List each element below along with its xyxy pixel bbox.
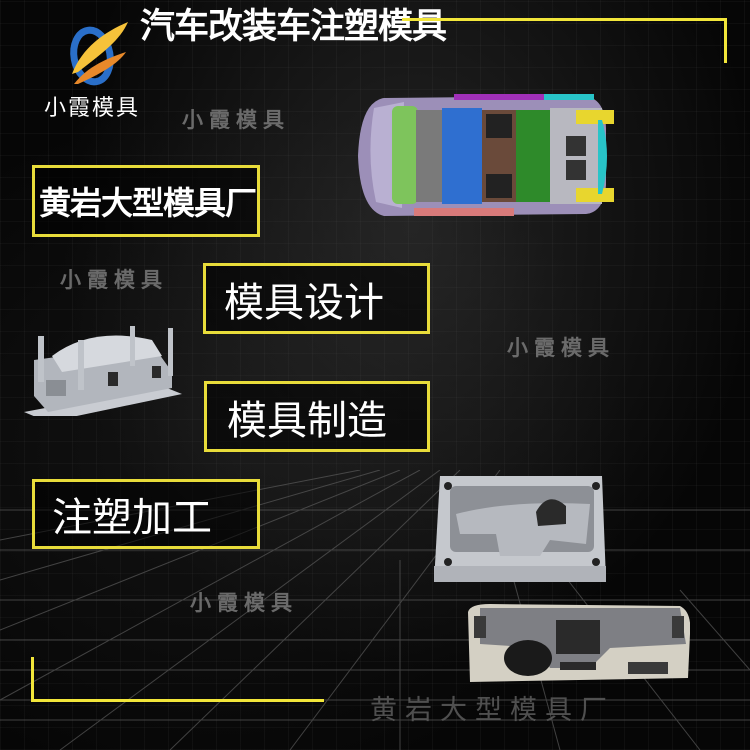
page-title: 汽车改装车注塑模具 (140, 7, 447, 47)
dashboard-mold-image (434, 476, 606, 582)
corner-frame-top-right (402, 18, 727, 63)
watermark-bottom: 黄岩大型模具厂 (370, 695, 615, 726)
watermark: 小霞模具 (190, 590, 298, 615)
mold-manufacturing-box: 模具制造 (204, 381, 430, 452)
steel-mold-image (24, 326, 182, 416)
mold-design-box: 模具设计 (203, 263, 430, 334)
watermark: 小霞模具 (60, 267, 168, 292)
dashboard-part-image (468, 604, 690, 682)
watermark: 小霞模具 (507, 335, 615, 360)
car-body-cad-image (358, 94, 614, 216)
logo-text: 小霞模具 (44, 96, 141, 121)
factory-name-box: 黄岩大型模具厂 (32, 165, 260, 237)
corner-frame-bottom-left (31, 657, 324, 702)
injection-molding-box: 注塑加工 (32, 479, 260, 549)
watermark: 小霞模具 (182, 107, 290, 132)
swoosh-logo-icon (70, 22, 128, 86)
